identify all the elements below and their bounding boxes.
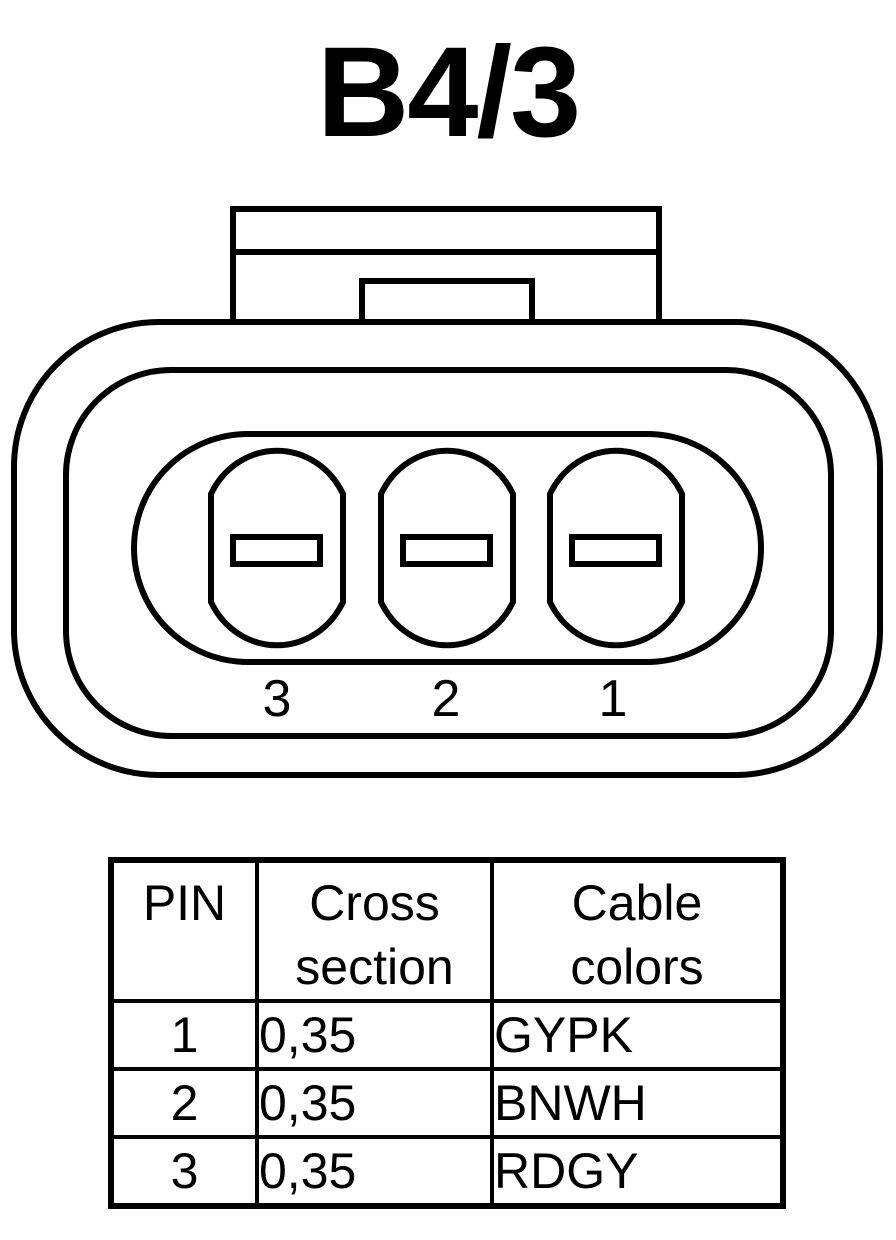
pin-2-socket: [378, 447, 516, 649]
header-cross-section: Cross section: [255, 858, 494, 1003]
pin-1-socket: [547, 447, 685, 649]
header-pin-label: PIN: [142, 875, 227, 931]
header-color-line2: colors: [570, 939, 704, 995]
header-cable-colors: Cable colors: [490, 858, 785, 1003]
pin-3-contact: [230, 534, 323, 567]
row-cable-color: BNWH: [490, 1067, 785, 1139]
header-cross-line1: Cross: [309, 875, 440, 931]
connector-title: B4/3: [316, 21, 581, 164]
pin-table: PIN Cross section Cable colors 1 0,35 GY…: [108, 857, 786, 1209]
pin-2-contact: [400, 534, 493, 567]
pin-cavity: [131, 431, 764, 665]
row-cross-section: 0,35: [255, 1135, 494, 1208]
table-row: 2 0,35 BNWH: [109, 1067, 785, 1139]
header-pin: PIN: [109, 858, 259, 1003]
connector-diagram: 3 2 1: [11, 206, 883, 778]
pin-label-1: 1: [599, 670, 628, 728]
connector-inner-body: [63, 367, 834, 739]
pin-label-2: 2: [432, 670, 461, 728]
row-pin: 2: [109, 1067, 259, 1139]
table-row: 3 0,35 RDGY: [109, 1135, 785, 1208]
row-pin: 3: [109, 1135, 259, 1208]
row-cross-section: 0,35: [255, 999, 494, 1071]
table-header-row: PIN Cross section Cable colors: [109, 858, 785, 1003]
row-pin: 1: [109, 999, 259, 1071]
header-color-line1: Cable: [571, 875, 703, 931]
row-cross-section: 0,35: [255, 1067, 494, 1139]
pin-3-socket: [208, 447, 346, 649]
pin-1-contact: [569, 534, 662, 567]
row-cable-color: RDGY: [490, 1135, 785, 1208]
pin-label-3: 3: [263, 670, 292, 728]
row-cable-color: GYPK: [490, 999, 785, 1071]
header-cross-line2: section: [295, 939, 454, 995]
latch-housing: [230, 206, 662, 330]
table-row: 1 0,35 GYPK: [109, 999, 785, 1071]
